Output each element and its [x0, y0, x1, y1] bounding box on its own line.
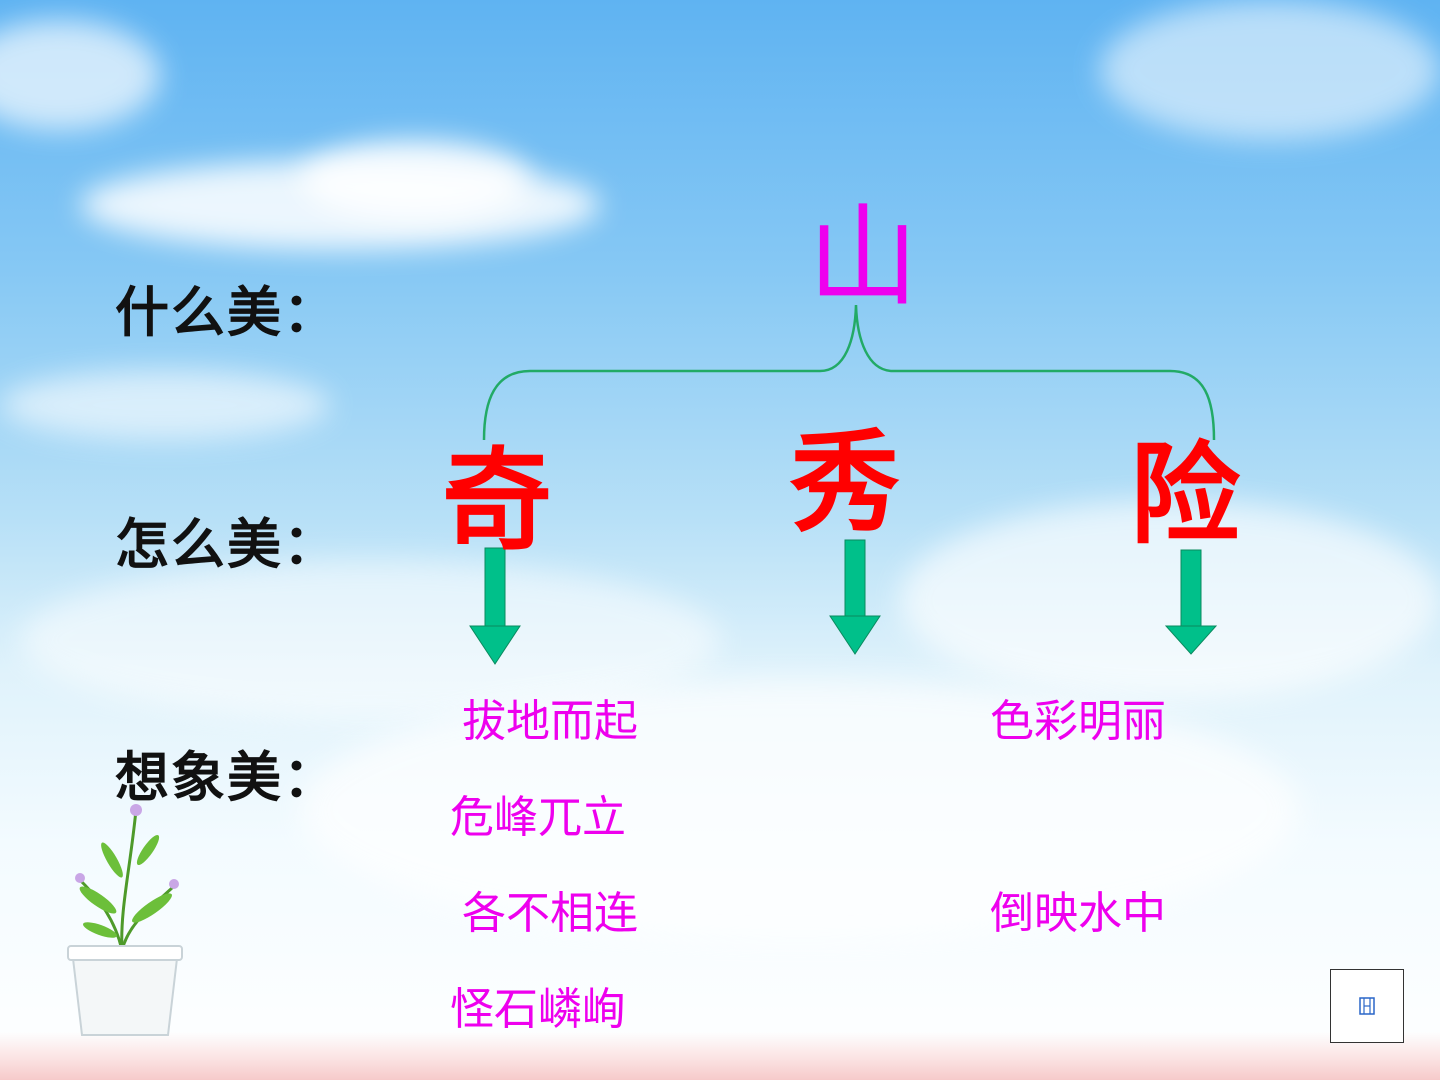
arrow-down-icon — [1164, 549, 1218, 655]
arrow-down-icon — [469, 547, 521, 665]
cloud — [300, 140, 530, 220]
cloud — [300, 680, 1300, 940]
brace — [482, 304, 1216, 441]
film-icon — [1359, 997, 1375, 1015]
label-imagination-beauty: 想象美： — [115, 746, 339, 809]
branch-char-qi: 奇 — [442, 436, 552, 565]
bottom-strip — [0, 1032, 1440, 1080]
film-button[interactable] — [1330, 969, 1404, 1043]
branch-char-xian: 险 — [1130, 430, 1240, 559]
cloud — [0, 20, 160, 130]
phrase-qi-3: 各不相连 — [462, 888, 638, 939]
arrow-down-icon — [829, 539, 881, 655]
phrase-xian-1: 色彩明丽 — [990, 696, 1166, 747]
potted-plant-illustration — [67, 804, 183, 1036]
cloud — [1100, 0, 1440, 140]
label-what-beauty: 什么美： — [115, 281, 339, 344]
phrase-qi-4: 怪石嶙峋 — [450, 984, 626, 1035]
phrase-xian-2: 倒映水中 — [990, 888, 1166, 939]
top-character-mountain: 山 — [808, 193, 918, 321]
cloud — [0, 370, 330, 440]
phrase-qi-2: 危峰兀立 — [450, 792, 626, 843]
cloud — [900, 500, 1440, 700]
label-how-beauty: 怎么美： — [115, 513, 339, 576]
branch-char-xiu: 秀 — [790, 418, 900, 547]
phrase-qi-1: 拔地而起 — [462, 696, 638, 747]
